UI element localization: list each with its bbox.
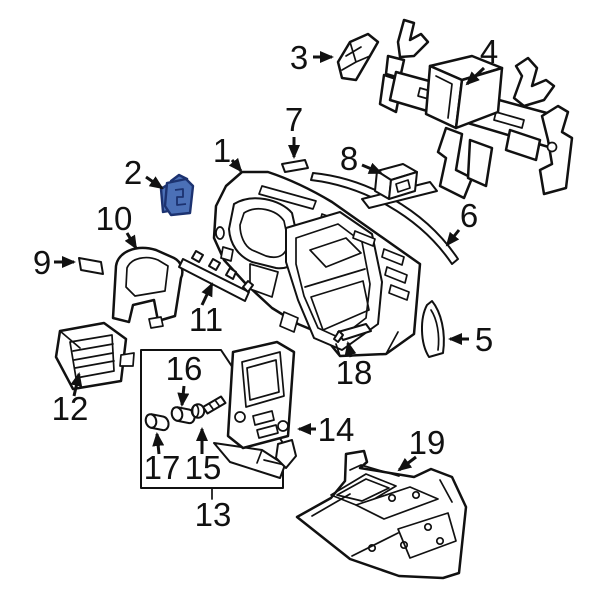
callout-6-arrow [445,229,461,247]
callout-5-label[interactable]: 5 [475,321,493,358]
callout-17-arrow [152,432,165,455]
callout-8-label[interactable]: 8 [340,140,358,177]
callout-12-label[interactable]: 12 [52,390,89,427]
callout-16[interactable]: 16 [166,350,203,407]
part-group-box-13 [140,349,286,500]
callout-6-label[interactable]: 6 [460,197,478,234]
callout-12-arrow [70,372,83,397]
callout-16-label[interactable]: 16 [166,350,203,387]
part-cluster-bezel [111,246,184,329]
callout-1-arrow [228,157,243,173]
callout-8[interactable]: 8 [340,140,383,177]
part-screw-15 [190,395,227,419]
callout-2[interactable]: 2 [124,154,164,191]
part-lower-trim-strip [333,323,372,343]
callout-10-label[interactable]: 10 [96,200,133,237]
callout-11-arrow [200,282,214,306]
callout-18-arrow [344,341,357,358]
callout-1-label[interactable]: 1 [213,132,231,169]
callout-2-arrow [145,175,164,190]
callout-17[interactable]: 17 [144,432,181,486]
part-floor-console-bracket [295,449,468,580]
callout-7-label[interactable]: 7 [285,101,303,138]
callout-7[interactable]: 7 [285,101,303,159]
callout-16-arrow [177,385,190,407]
callout-3-label[interactable]: 3 [290,39,308,76]
part-radio-bezel [226,340,297,469]
part-clip-17 [144,413,170,432]
part-instrument-panel [212,170,422,358]
part-crossmember-beam [378,18,574,200]
part-upper-trim-strip [281,159,309,173]
part-highlighted-switch-clip[interactable] [159,173,195,217]
callout-11[interactable]: 11 [189,282,223,338]
part-defroster-bracket [361,163,438,209]
callout-14[interactable]: 14 [297,411,355,448]
callout-13[interactable]: 13 [195,496,232,533]
callout-8-arrow [361,162,383,175]
callout-18[interactable]: 18 [336,341,373,391]
callout-19-arrow [397,455,417,472]
callout-12[interactable]: 12 [52,372,89,427]
callout-1[interactable]: 1 [213,132,243,173]
callout-15[interactable]: 15 [185,427,222,486]
callout-19[interactable]: 19 [397,424,446,472]
part-small-plate [78,257,104,275]
callout-9[interactable]: 9 [33,244,76,281]
callout-9-label[interactable]: 9 [33,244,51,281]
callout-3[interactable]: 3 [290,39,334,76]
callout-10[interactable]: 10 [96,200,138,250]
callout-10-arrow [124,232,138,250]
callout-19-label[interactable]: 19 [409,424,446,461]
callout-4[interactable]: 4 [465,33,498,86]
part-windshield-seal-strip [310,172,459,265]
callout-4-label[interactable]: 4 [480,33,498,70]
part-end-cap [421,300,445,358]
callout-13-label[interactable]: 13 [195,496,232,533]
callout-4-arrow [465,66,486,86]
callout-2-label[interactable]: 2 [124,154,142,191]
callout-15-label[interactable]: 15 [185,449,222,486]
callout-18-label[interactable]: 18 [336,354,373,391]
callout-6[interactable]: 6 [445,197,478,247]
callout-11-label[interactable]: 11 [189,301,223,338]
callout-17-label[interactable]: 17 [144,449,181,486]
callout-14-label[interactable]: 14 [318,411,355,448]
part-retainer-strip [178,250,254,302]
callout-5[interactable]: 5 [448,321,493,358]
part-cowl-bracket [336,32,380,82]
